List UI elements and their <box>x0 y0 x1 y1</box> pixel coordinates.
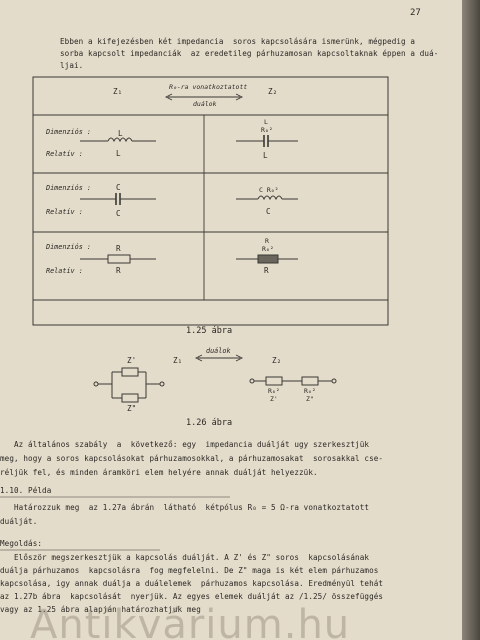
fig125-arrow-label-bottom: duálok <box>193 100 217 108</box>
solution-line-1: Először megszerkesztjük a kapcsolás duál… <box>0 553 370 562</box>
row1-left-bottom: L <box>116 149 121 158</box>
fig126-caption: 1.26 ábra <box>186 418 233 428</box>
fig126-right-label: Z₂ <box>272 356 282 365</box>
solution-line-4: az 1.27b ábra kapcsolását nyerjük. Az eg… <box>0 592 384 601</box>
row3-right-top-den: R₀² <box>262 245 274 253</box>
intro-line-3: ljai. <box>60 61 84 70</box>
solution-line-3: kapcsolása, igy annak duálja a duáleleme… <box>0 579 384 588</box>
page-number: 27 <box>410 8 421 18</box>
body-line-2: meg, hogy a soros kapcsolásokat párhuzam… <box>0 454 384 463</box>
fig125-right-header: Z₂ <box>268 87 278 96</box>
watermark: Antikvárium.hu <box>30 602 351 640</box>
fig126-left-bottom-elem: Z" <box>127 404 137 413</box>
example-line-2: duálját. <box>0 517 38 526</box>
fig126-left-label: Z₁ <box>173 356 183 365</box>
row2-rel-label: Relatív : <box>46 208 83 216</box>
row1-right-top-den: R₀² <box>261 126 273 134</box>
row2-left-bottom: C <box>116 209 121 218</box>
fig126-left-top-elem: Z' <box>127 356 137 365</box>
row3-left-bottom: R <box>116 266 121 275</box>
row3-right-top-num: R <box>265 237 269 245</box>
solution-line-5: vagy az 1.25 ábra alapján határozhatjuk … <box>0 605 201 614</box>
row1-dim-label: Dimenziós : <box>46 128 92 136</box>
intro-line-1: Ebben a kifejezésben két impedancia soro… <box>60 37 416 46</box>
fig125-left-header: Z₁ <box>113 87 123 96</box>
body-line-1: Az általános szabály a következő: egy im… <box>0 440 370 449</box>
row2-right-bottom: C <box>266 207 271 216</box>
example-heading: 1.10. Példa <box>0 486 52 495</box>
row3-dim-label: Dimenziós : <box>46 243 92 251</box>
solution-line-2: duálja párhuzamos kapcsolásra fog megfel… <box>0 566 379 575</box>
figure-1-25-diagram <box>0 76 389 551</box>
row3-rel-label: Relatív : <box>46 267 83 275</box>
row2-right-top: C R₀² <box>259 186 279 194</box>
row1-right-bottom: L <box>263 151 268 160</box>
intro-line-2: sorba kapcsolt impedanciák az eredetileg… <box>60 49 439 58</box>
row1-right-top-num: L <box>264 118 268 126</box>
example-line-1: Határozzuk meg az 1.27a ábrán látható ké… <box>0 503 370 512</box>
fig125-caption: 1.25 ábra <box>186 326 233 336</box>
solution-heading: Megoldás: <box>0 539 43 548</box>
row1-left-top: L <box>118 129 123 138</box>
fig126-right-elem2-den: Z" <box>306 395 314 403</box>
row1-rel-label: Relatív : <box>46 150 83 158</box>
document-page: 27 Ebben a kifejezésben két impedancia s… <box>0 0 462 640</box>
fig126-right-elem1-num: R₀² <box>268 387 280 395</box>
fig126-right-elem1-den: Z' <box>270 395 278 403</box>
fig125-arrow-label-top: R₀-ra vonatkoztatott <box>169 83 248 91</box>
row2-dim-label: Dimenziós : <box>46 184 92 192</box>
page-edge-shadow <box>462 0 480 640</box>
row2-left-top: C <box>116 183 121 192</box>
row3-left-top: R <box>116 244 121 253</box>
fig126-right-elem2-num: R₀² <box>304 387 316 395</box>
fig126-arrow-label: duálok <box>206 347 231 355</box>
body-line-3: réljük fel, és minden áramköri elem hely… <box>0 468 318 477</box>
row3-right-bottom: R <box>264 266 269 275</box>
